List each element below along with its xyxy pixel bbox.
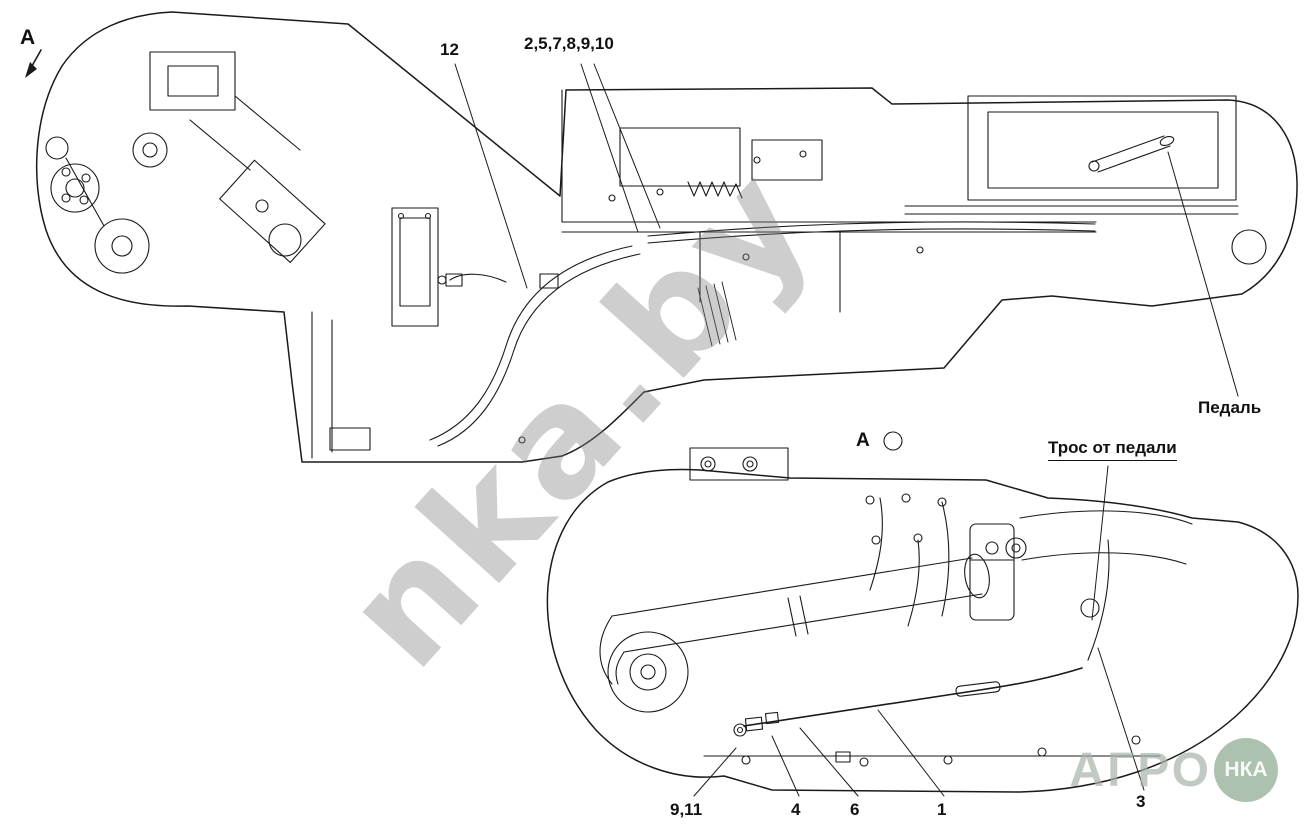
lower-view-drawing bbox=[546, 447, 1299, 793]
callout-group: 2,5,7,8,9,10 bbox=[524, 34, 614, 53]
logo-nka-circle: НКА bbox=[1214, 738, 1278, 802]
upper-view-drawing bbox=[35, 11, 1298, 463]
callout-6: 6 bbox=[850, 800, 860, 819]
view-direction-label: A bbox=[20, 26, 36, 49]
logo-text-agro: АГРО bbox=[1069, 743, 1212, 797]
callout-1: 1 bbox=[937, 800, 947, 819]
pedal-label: Педаль bbox=[1198, 398, 1262, 417]
view-arrow bbox=[25, 49, 42, 78]
logo: АГРО НКА bbox=[1069, 738, 1278, 802]
callout-12: 12 bbox=[440, 40, 459, 59]
callout-3: 3 bbox=[1136, 792, 1146, 811]
callout-4: 4 bbox=[791, 800, 801, 819]
callout-9-11: 9,11 bbox=[670, 800, 703, 819]
view-a-marker-label: A bbox=[856, 430, 870, 451]
logo-text-nka: НКА bbox=[1224, 758, 1268, 781]
view-a-circle bbox=[883, 431, 903, 451]
cable-from-pedal-label: Трос от педали bbox=[1048, 438, 1177, 461]
leader-lines bbox=[454, 63, 1239, 797]
